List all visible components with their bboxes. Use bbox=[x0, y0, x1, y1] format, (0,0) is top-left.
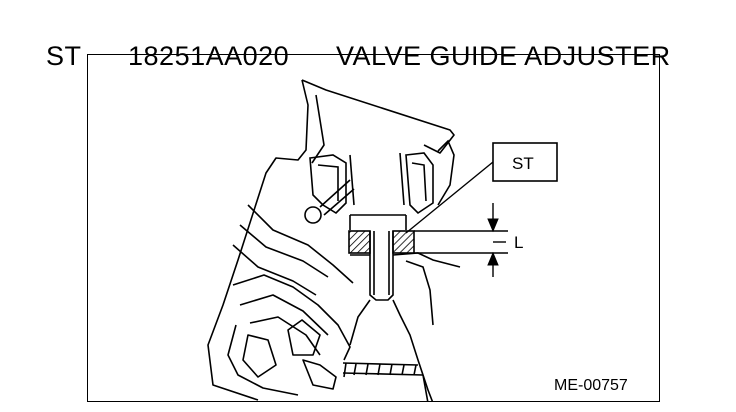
st-callout bbox=[405, 142, 558, 234]
valve-spring-seat-left bbox=[304, 154, 355, 224]
cylinder-head-outline bbox=[207, 79, 455, 401]
valve-guide-diagram: L ST ME-00757 bbox=[207, 79, 628, 401]
diagram-frame: L ST ME-00757 bbox=[87, 54, 660, 402]
st-callout-label: ST bbox=[512, 154, 534, 173]
special-tool-adjuster bbox=[348, 230, 508, 254]
title-name: VALVE GUIDE ADJUSTER bbox=[336, 41, 671, 71]
page-title: ST 18251AA020 VALVE GUIDE ADJUSTER bbox=[30, 2, 671, 74]
dimension-l-label: L bbox=[514, 233, 523, 252]
title-part-number: 18251AA020 bbox=[128, 41, 290, 71]
valve-spring-seat-right bbox=[399, 139, 455, 215]
dimension-l-indicator bbox=[487, 203, 506, 277]
figure-id: ME-00757 bbox=[554, 377, 628, 394]
valve-seat-bottom bbox=[342, 362, 429, 401]
valve-guide-bore bbox=[349, 214, 461, 401]
title-code: ST bbox=[46, 41, 82, 71]
